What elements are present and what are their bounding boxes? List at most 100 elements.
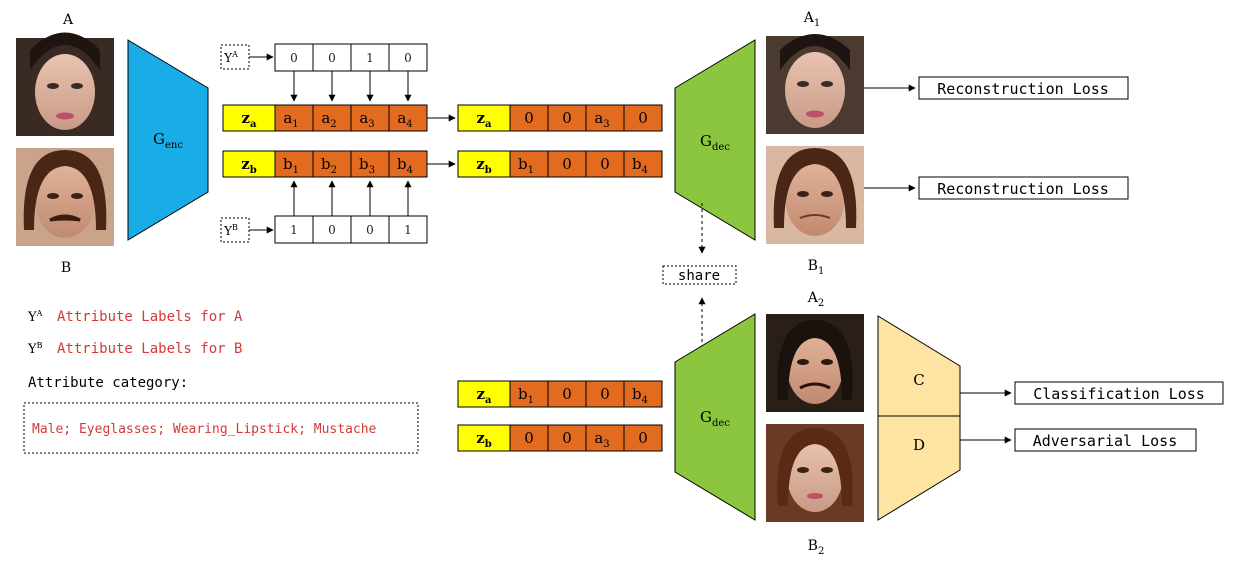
masked_za-z-label: za (476, 109, 492, 130)
masked_zb-z-label: zb (476, 155, 492, 176)
decoder-top-label: Gdec (700, 132, 730, 153)
decoder-top: Gdec (674, 39, 756, 241)
face-image-a (16, 32, 114, 136)
face-image-a2 (766, 314, 864, 412)
ya-label: YA (223, 50, 238, 65)
row_za-cell-1 (274, 104, 314, 132)
masked_za-cell-label-4: 0 (638, 109, 648, 127)
legend: YA Attribute Labels for A YB Attribute L… (23, 309, 419, 454)
masked_zb-cell-label-1: b1 (518, 155, 534, 176)
yb-bit-1: 1 (290, 223, 298, 237)
legend-ya-text: Attribute Labels for A (57, 309, 243, 325)
ya-bit-3: 1 (366, 51, 374, 65)
label-a1: A1 (803, 10, 821, 29)
label-b: B (61, 260, 71, 276)
swap_za-cell-label-4: b4 (632, 385, 648, 406)
share-box (662, 265, 737, 285)
row_zb-z-cell (222, 150, 276, 178)
label-b2: B2 (808, 538, 825, 557)
masked_za-cell-3 (585, 104, 625, 132)
legend-category-title: Attribute category: (28, 375, 188, 391)
yb-bit-4: 1 (404, 223, 412, 237)
recon-loss-label-2: Reconstruction Loss (937, 180, 1109, 198)
adv-loss-box (1014, 428, 1197, 452)
ya-bit-1: 0 (290, 51, 298, 65)
face-image-b1 (766, 146, 864, 244)
face-image-b2 (766, 424, 864, 522)
swap_zb-cell-1 (509, 424, 549, 452)
masked_zb-cell-label-2: 0 (562, 155, 572, 173)
class-loss-box (1014, 381, 1224, 405)
class-loss-label: Classification Loss (1033, 385, 1205, 403)
masked_zb-cell-1 (509, 150, 549, 178)
masked_za-cell-2 (547, 104, 587, 132)
legend-yb-text: Attribute Labels for B (57, 341, 242, 357)
discriminator-label: D (913, 436, 925, 454)
ya-input: YA (220, 44, 250, 70)
swap_zb-cell-2 (547, 424, 587, 452)
swap_zb-z-label: zb (476, 429, 492, 450)
row_zb-cell-1 (274, 150, 314, 178)
legend-category-box (23, 402, 419, 454)
swap_zb-cell-label-1: 0 (524, 429, 534, 447)
swap_za-cell-4 (623, 380, 663, 408)
masked_za-cell-4 (623, 104, 663, 132)
swap_zb-cell-label-4: 0 (638, 429, 648, 447)
row_za-z-label: za (241, 109, 257, 130)
masked_zb-cell-2 (547, 150, 587, 178)
masked-row-zb: zb b1 0 0 b4 (457, 150, 663, 178)
ya-bit-4: 0 (404, 51, 412, 65)
legend-ya-symbol: YA (27, 309, 43, 325)
masked_za-cell-label-2: 0 (562, 109, 572, 127)
share-label: share (678, 268, 720, 284)
row_zb-cell-4 (388, 150, 428, 178)
swap_zb-z-cell (457, 424, 511, 452)
swapped-row-zb: zb 0 0 a3 0 (457, 424, 663, 452)
swap_zb-cell-label-2: 0 (562, 429, 572, 447)
label-a2: A2 (807, 290, 825, 309)
recon-loss-box-1 (918, 76, 1129, 100)
swap_za-cell-label-1: b1 (518, 385, 534, 406)
row_za-cell-label-1: a1 (283, 109, 298, 130)
swap_za-cell-1 (509, 380, 549, 408)
masked_za-cell-label-1: 0 (524, 109, 534, 127)
row_zb-cell-label-3: b3 (359, 155, 375, 176)
row_za-cell-label-4: a4 (397, 109, 412, 130)
swap_zb-cell-label-3: a3 (594, 429, 609, 450)
swap_za-cell-3 (585, 380, 625, 408)
row_zb-cell-2 (312, 150, 352, 178)
decoder-bottom-label: Gdec (700, 408, 730, 429)
row_za-cell-4 (388, 104, 428, 132)
masked_zb-cell-label-4: b4 (632, 155, 648, 176)
masked_zb-cell-3 (585, 150, 625, 178)
ya-bit-2: 0 (328, 51, 336, 65)
encoder-block: Genc (127, 39, 209, 241)
swap_za-cell-label-2: 0 (562, 385, 572, 403)
yb-bits: 1 0 0 1 (274, 215, 428, 244)
row_za-cell-label-3: a3 (359, 109, 374, 130)
encoder-label: Genc (153, 130, 183, 151)
row_zb-z-label: zb (241, 155, 257, 176)
row_zb-cell-label-4: b4 (397, 155, 413, 176)
label-b1: B1 (808, 258, 825, 277)
yb-input: YB (220, 217, 250, 243)
yb-bit-3: 0 (366, 223, 374, 237)
masked_zb-cell-label-3: 0 (600, 155, 610, 173)
decoder-bottom: Gdec (674, 313, 756, 521)
masked_zb-z-cell (457, 150, 511, 178)
classifier-label: C (913, 371, 924, 389)
swap_zb-cell-4 (623, 424, 663, 452)
face-image-a1 (766, 34, 864, 134)
legend-category-list: Male; Eyeglasses; Wearing_Lipstick; Must… (32, 422, 377, 437)
masked-row-za: za 0 0 a3 0 (457, 104, 663, 132)
yb-label: YB (223, 223, 238, 238)
recon-loss-box-2 (918, 176, 1129, 200)
row_zb-cell-label-1: b1 (283, 155, 299, 176)
label-a: A (62, 12, 74, 28)
masked_za-cell-label-3: a3 (594, 109, 609, 130)
masked_za-cell-1 (509, 104, 549, 132)
